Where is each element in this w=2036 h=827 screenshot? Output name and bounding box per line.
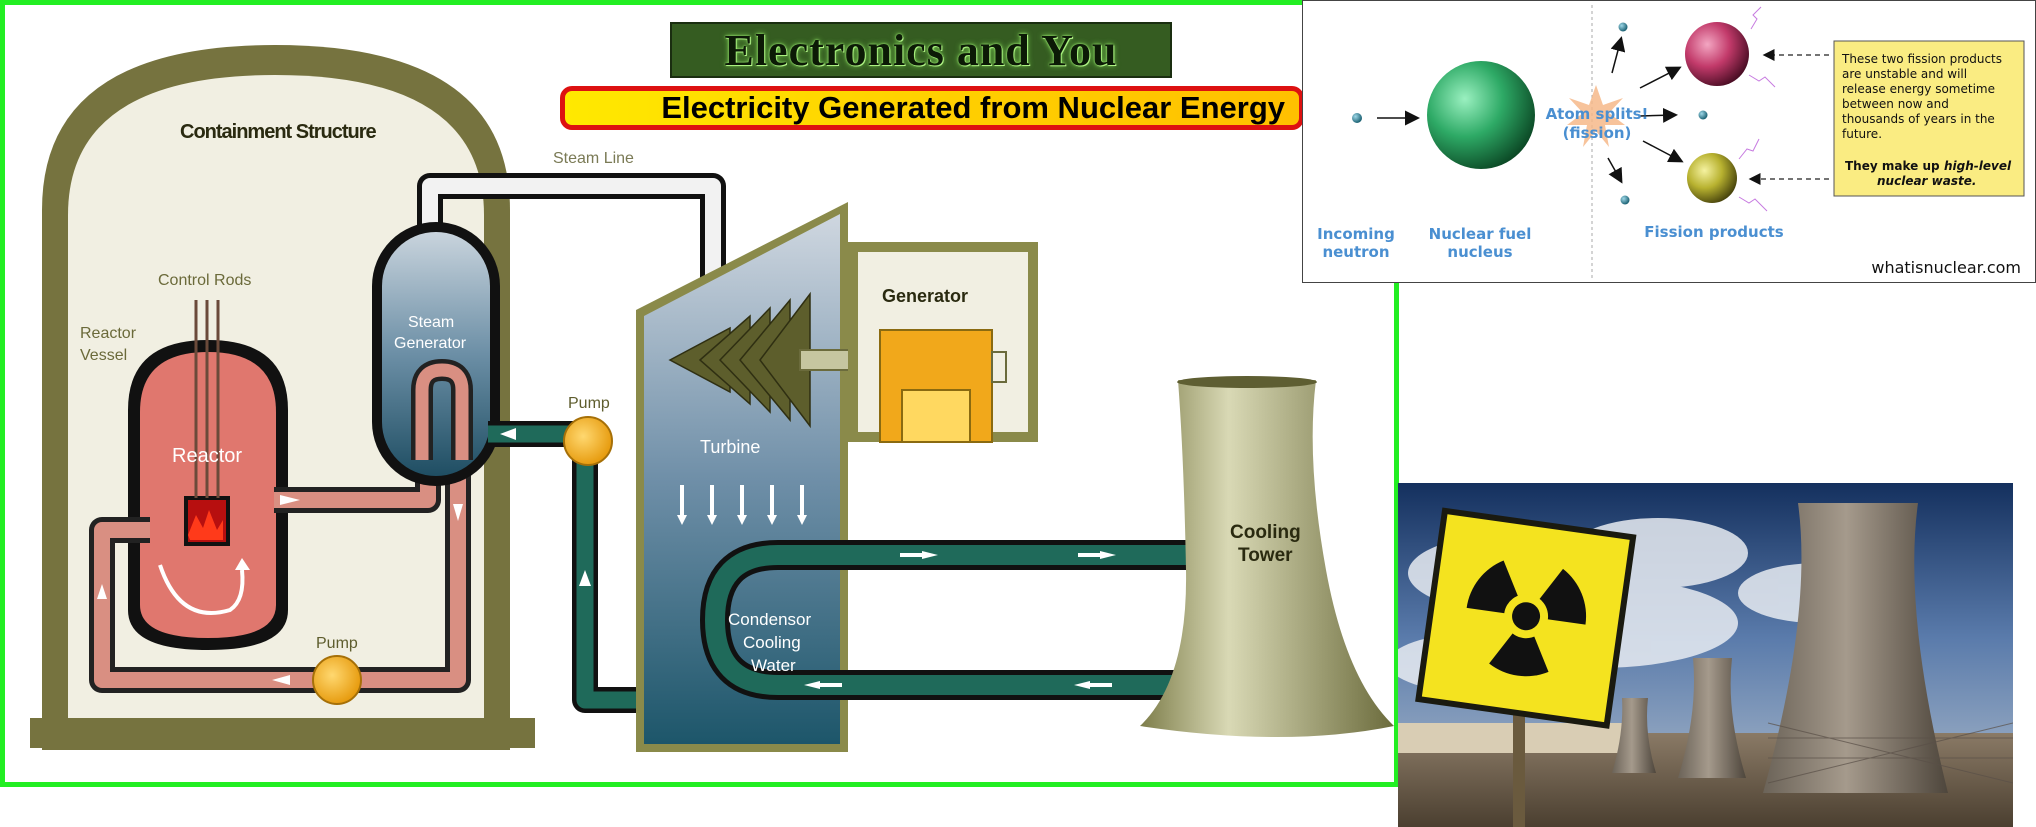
label-split-1: Atom splits! <box>1546 105 1649 123</box>
nuclear-fuel-nucleus-icon <box>1427 61 1535 169</box>
fission-product-1-icon <box>1685 22 1749 86</box>
radiation-sign-icon <box>1415 507 1637 729</box>
note-bold-italic: nuclear waste. <box>1877 174 1976 188</box>
released-neutron-icon <box>1618 22 1628 32</box>
label-steam-gen-2: Generator <box>394 335 467 352</box>
note-bold-italic: high-level <box>1944 159 2012 173</box>
label-steam-line: Steam Line <box>553 150 634 167</box>
brand-title: Electronics and You <box>724 25 1118 75</box>
label-nucleus-1: Nuclear fuel <box>1429 225 1532 243</box>
label-reactor: Reactor <box>172 445 242 467</box>
label-turbine: Turbine <box>700 437 760 457</box>
label-containment: Containment Structure <box>180 121 377 143</box>
label-reactor-vessel-2: Vessel <box>80 347 127 364</box>
label-incoming-2: neutron <box>1322 243 1389 261</box>
diagram-title-bar: Electricity Generated from Nuclear Energ… <box>560 86 1304 130</box>
fission-product-2-icon <box>1687 153 1737 203</box>
reactor-vessel <box>128 300 288 650</box>
note-line: are unstable and will <box>1842 67 1967 81</box>
label-control-rods: Control Rods <box>158 272 251 289</box>
note-line: future. <box>1842 127 1882 141</box>
waste-note-box <box>1833 40 2025 197</box>
label-pump-bottom: Pump <box>316 635 358 652</box>
brand-banner: Electronics and You <box>670 22 1172 78</box>
incoming-neutron-icon <box>1352 113 1362 123</box>
diagram-frame: Containment Structure Steam Line Control… <box>0 0 1399 787</box>
label-reactor-vessel-1: Reactor <box>80 325 137 342</box>
label-cooling-2: Tower <box>1238 545 1293 566</box>
label-split-2: (fission) <box>1563 124 1632 142</box>
cooling-towers-photo <box>1398 483 2013 827</box>
steam-generator <box>372 222 500 486</box>
note-line: thousands of years in the <box>1842 112 1995 126</box>
label-incoming-1: Incoming <box>1317 225 1395 243</box>
photo-scene <box>1398 483 2013 827</box>
label-generator: Generator <box>882 286 968 306</box>
turbine <box>636 202 901 752</box>
label-nucleus-2: nucleus <box>1447 243 1512 261</box>
condenser-loop <box>699 540 1190 700</box>
credit-text: whatisnuclear.com <box>1871 258 2021 277</box>
label-products: Fission products <box>1644 223 1784 241</box>
steam-line <box>417 173 726 284</box>
label-condensor-2: Cooling <box>743 633 801 652</box>
fission-panel: These two fission products are unstable … <box>1302 0 2036 283</box>
fission-burst-icon <box>1567 85 1625 147</box>
note-line: These two fission products <box>1841 52 2002 66</box>
pump-top-icon <box>563 416 613 466</box>
note-line: release energy sometime <box>1842 82 1995 96</box>
diagram-title: Electricity Generated from Nuclear Energ… <box>661 90 1285 125</box>
label-steam-gen-1: Steam <box>408 314 454 331</box>
cooling-tower <box>1140 376 1394 737</box>
note-bold: They make up <box>1845 159 1940 173</box>
released-neutron-icon <box>1620 195 1630 205</box>
pump-bottom-icon <box>312 655 362 705</box>
generator <box>848 242 1038 443</box>
secondary-loop <box>488 421 665 713</box>
label-cooling-1: Cooling <box>1230 522 1301 543</box>
label-pump-top: Pump <box>568 395 610 412</box>
note-line: between now and <box>1842 97 1949 111</box>
fission-diagram: These two fission products are unstable … <box>1317 5 2025 280</box>
nuclear-plant-diagram: Containment Structure Steam Line Control… <box>30 45 1394 752</box>
label-condensor-1: Condensor <box>728 610 812 629</box>
released-neutron-icon <box>1698 110 1708 120</box>
label-condensor-3: Water <box>751 656 796 675</box>
